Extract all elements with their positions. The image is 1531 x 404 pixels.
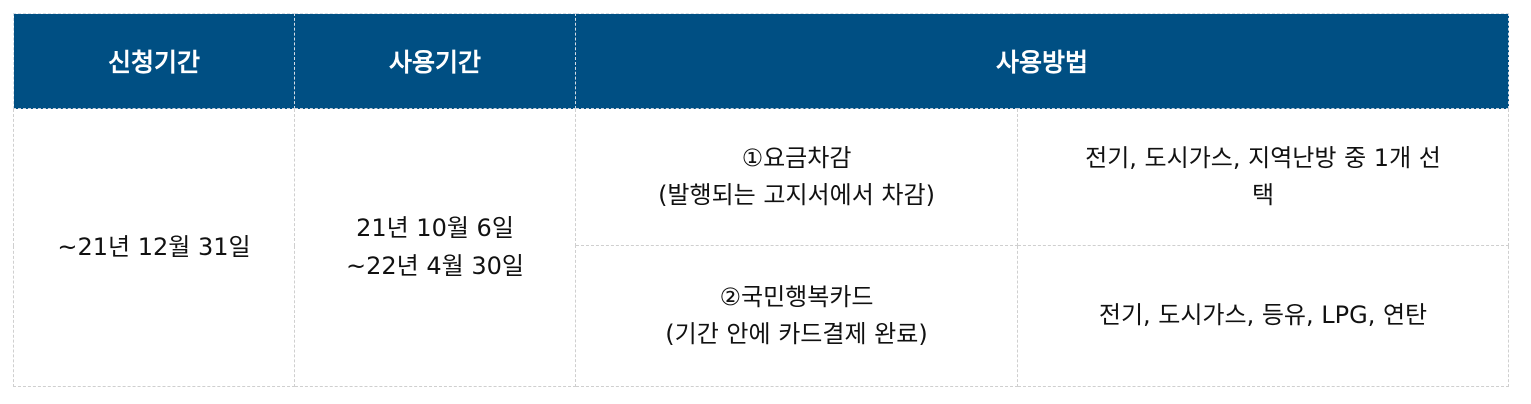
header-usage-method: 사용방법 bbox=[574, 13, 1510, 109]
energy-voucher-table: 신청기간 사용기간 사용방법 ~21년 12월 31일 21년 10월 6일 ~… bbox=[13, 13, 1510, 387]
use-period-start: 21년 10월 6일 bbox=[356, 214, 514, 243]
table-row: ~21년 12월 31일 21년 10월 6일 ~22년 4월 30일 ①요금차… bbox=[13, 108, 1510, 387]
method-2-targets-cell: 전기, 도시가스, 등유, LPG, 연탄 bbox=[1016, 245, 1510, 387]
use-period-end: ~22년 4월 30일 bbox=[346, 251, 524, 280]
header-apply-period: 신청기간 bbox=[13, 13, 295, 109]
info-table-container: 신청기간 사용기간 사용방법 ~21년 12월 31일 21년 10월 6일 ~… bbox=[13, 13, 1510, 387]
method-1-title: ①요금차감 bbox=[741, 143, 852, 172]
apply-period-value: ~21년 12월 31일 bbox=[57, 232, 251, 261]
apply-period-cell: ~21년 12월 31일 bbox=[13, 108, 295, 387]
table-row: ②국민행복카드 (기간 안에 카드결제 완료) 전기, 도시가스, 등유, LP… bbox=[14, 245, 1510, 387]
method-1-cell: ①요금차감 (발행되는 고지서에서 차감) bbox=[575, 108, 1018, 246]
use-period-cell: 21년 10월 6일 ~22년 4월 30일 bbox=[294, 108, 576, 387]
method-1-targets-cell: 전기, 도시가스, 지역난방 중 1개 선 택 bbox=[1016, 108, 1510, 246]
method-2-cell: ②국민행복카드 (기간 안에 카드결제 완료) bbox=[575, 245, 1018, 387]
header-use-period: 사용기간 bbox=[294, 13, 576, 109]
method-1-targets-line1: 전기, 도시가스, 지역난방 중 1개 선 bbox=[1085, 143, 1441, 172]
method-1-targets-line2: 택 bbox=[1251, 181, 1275, 209]
header-row: 신청기간 사용기간 사용방법 bbox=[13, 13, 1510, 109]
method-2-title: ②국민행복카드 bbox=[719, 282, 874, 311]
method-2-detail: (기간 안에 카드결제 완료) bbox=[665, 320, 928, 348]
method-1-detail: (발행되는 고지서에서 차감) bbox=[658, 181, 935, 209]
method-2-targets-line1: 전기, 도시가스, 등유, LPG, 연탄 bbox=[1098, 301, 1428, 330]
